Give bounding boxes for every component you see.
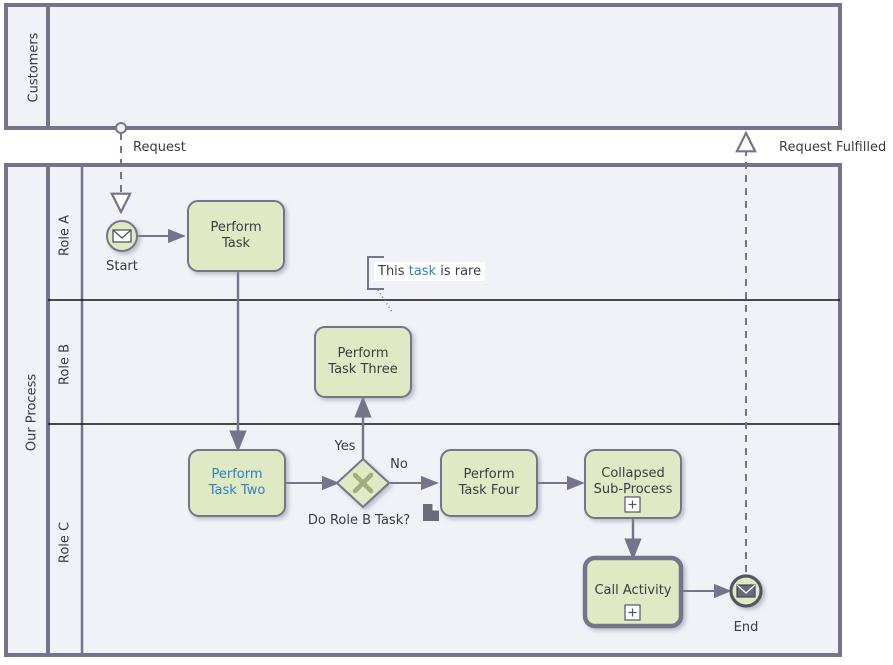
task-collapsed-sub-process[interactable] xyxy=(584,449,682,519)
start-event[interactable] xyxy=(106,220,138,252)
annotation-link-task[interactable]: task xyxy=(408,264,437,279)
flow-label-yes: Yes xyxy=(334,438,356,454)
pool-customers[interactable] xyxy=(4,3,842,130)
lane-label-role-c: Role C xyxy=(57,521,73,564)
task-perform-task-three[interactable] xyxy=(314,326,412,398)
annotation-prefix: This xyxy=(378,264,409,279)
task-perform-task-four[interactable] xyxy=(440,449,538,517)
message-flow-label-request-fulfilled: Request Fulfilled xyxy=(779,140,887,155)
annotation-text-task-is-rare: This task is rare xyxy=(374,262,486,281)
sequence-flows xyxy=(138,228,732,599)
end-event[interactable] xyxy=(729,574,763,608)
pool-label-customers: Customers xyxy=(26,32,42,103)
envelope-icon xyxy=(112,229,132,243)
task-perform-task-two[interactable] xyxy=(188,449,286,517)
data-object-icon[interactable] xyxy=(423,504,439,521)
task-call-activity[interactable] xyxy=(582,555,684,629)
pool-label-our-process: Our Process xyxy=(24,373,40,452)
annotation-suffix: is rare xyxy=(436,264,482,279)
lane-label-role-b: Role B xyxy=(57,343,73,386)
envelope-icon-filled xyxy=(736,584,756,598)
exclusive-gateway-do-role-b-task[interactable] xyxy=(335,457,391,509)
end-event-label: End xyxy=(733,619,759,635)
start-event-label: Start xyxy=(106,258,138,274)
text-annotation-task-is-rare[interactable] xyxy=(367,256,393,313)
message-flow-request[interactable] xyxy=(116,122,126,212)
flow-label-no: No xyxy=(390,456,408,472)
task-perform-task[interactable] xyxy=(187,200,285,272)
x-marker-icon xyxy=(352,472,374,494)
pool-our-process[interactable] xyxy=(4,163,842,657)
lane-label-role-a: Role A xyxy=(57,214,73,257)
gateway-label-do-role-b-task: Do Role B Task? xyxy=(307,512,411,528)
message-flow-label-request: Request xyxy=(133,140,186,155)
